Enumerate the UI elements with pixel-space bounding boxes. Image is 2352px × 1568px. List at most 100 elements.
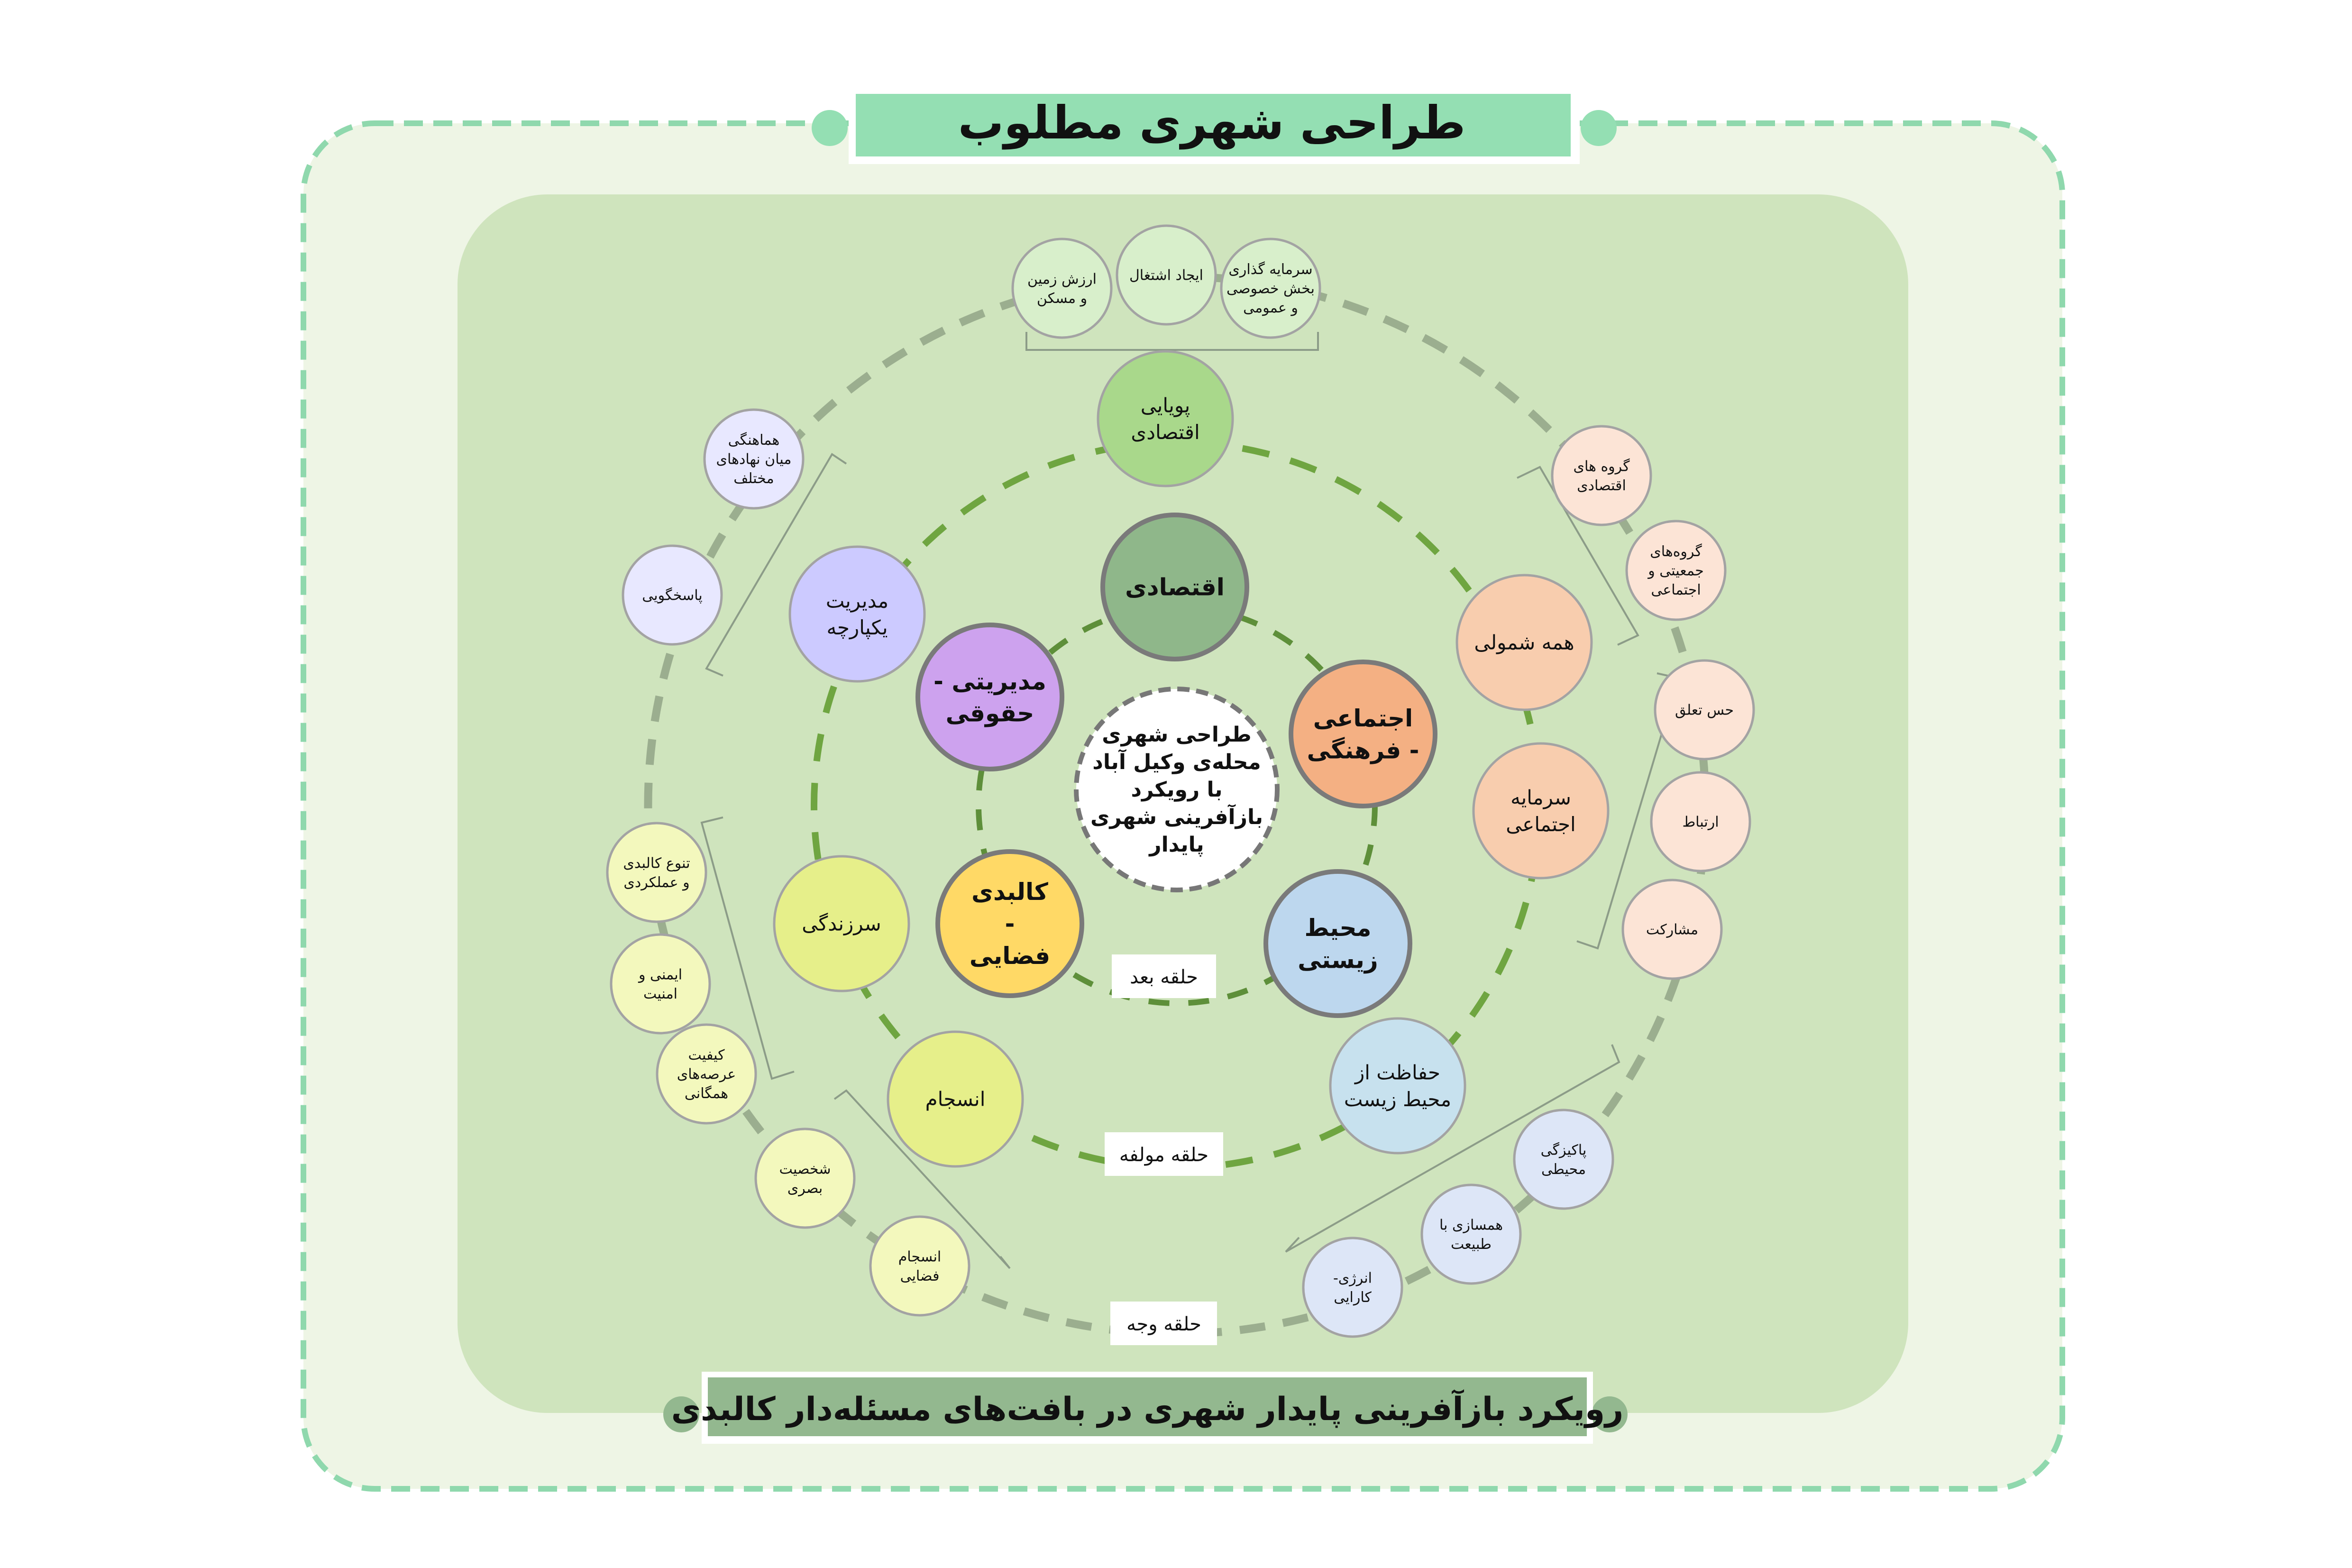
component-node-1-label: همه شمولی	[1474, 631, 1574, 654]
component-node-2-label: سرمایه	[1510, 786, 1571, 809]
aspect-node-10: انرژی- کارایی	[1302, 1237, 1403, 1338]
aspect-node-3-label: گروه های	[1573, 458, 1630, 475]
dimension-node-2-label: زیستی	[1298, 946, 1378, 973]
aspect-node-16: پاسخگویی	[622, 544, 723, 646]
dimension-node-1: اجتماعی- فرهنگی	[1289, 660, 1437, 808]
aspect-node-7-circle	[1621, 879, 1723, 980]
aspect-node-6-circle	[1650, 771, 1751, 872]
component-node-3-label: محیط زیست	[1344, 1088, 1451, 1111]
aspect-node-17-circle	[703, 408, 805, 510]
aspect-node-0-circle	[1011, 238, 1113, 339]
component-node-6-label: یکپارچه	[826, 616, 888, 640]
center-node-label: پایدار	[1148, 833, 1204, 857]
aspect-node-13-label: عرصه‌های	[677, 1066, 736, 1083]
dimension-node-4-label: حقوقی	[946, 699, 1034, 727]
aspect-node-14-label: ایمنی و	[638, 966, 682, 983]
ring-label-component: حلقه مولفه	[1105, 1132, 1223, 1176]
bracket-physical-1	[833, 1089, 1011, 1269]
bracket-social-1	[1517, 466, 1639, 646]
aspect-node-9-circle	[1420, 1183, 1522, 1285]
aspect-node-5: حس تعلق	[1654, 659, 1755, 761]
footer-right-dot	[1592, 1396, 1628, 1432]
component-node-2-circle	[1472, 742, 1610, 880]
component-node-4-label: انسجام	[925, 1088, 986, 1111]
aspect-node-14-label: امنیت	[643, 986, 677, 1002]
component-node-1: همه شمولی	[1455, 574, 1593, 711]
bracket-physical-2	[700, 816, 795, 1080]
aspect-node-5-label: حس تعلق	[1675, 702, 1734, 719]
aspect-node-10-circle	[1302, 1237, 1403, 1338]
aspect-node-3-label: اقتصادی	[1577, 477, 1626, 494]
aspect-node-13-label: همگانی	[685, 1085, 728, 1102]
aspect-node-14-circle	[610, 933, 711, 1035]
aspect-node-12-circle	[754, 1128, 856, 1229]
center-node-label: با رویکرد	[1131, 778, 1222, 802]
component-node-3: حفاظت از محیط زیست	[1329, 1017, 1466, 1155]
aspect-node-10-label: انرژی-	[1333, 1270, 1372, 1286]
footer-left-dot	[663, 1396, 699, 1432]
component-node-4: انسجام	[887, 1030, 1024, 1168]
ring-label-dimension: حلقه بعد	[1112, 954, 1216, 998]
page-title: طراحی شهری مطلوب	[958, 96, 1465, 150]
aspect-node-9-label: طبیعت	[1451, 1236, 1492, 1253]
component-node-3-label: حفاظت از	[1354, 1061, 1440, 1084]
dimension-node-1-circle	[1289, 660, 1437, 808]
aspect-node-9-label: همسازی با	[1439, 1217, 1503, 1233]
ring-label-dimension-text: حلقه بعد	[1130, 966, 1198, 988]
component-node-5-label: سرزندگی	[802, 912, 881, 935]
aspect-node-8-circle	[1513, 1109, 1614, 1210]
aspect-node-4-label: اجتماعی	[1651, 582, 1701, 598]
title-right-dot	[1581, 110, 1617, 146]
aspect-node-12-label: شخصیت	[779, 1161, 831, 1177]
aspect-node-15-circle	[606, 822, 707, 923]
footer-caption: رویکرد بازآفرینی پایدار شهری در بافت‌های…	[671, 1389, 1624, 1428]
aspect-node-15-label: و عملکردی	[623, 874, 689, 891]
aspect-node-16-label: پاسخگویی	[642, 587, 702, 604]
aspect-node-4-label: گروه‌های	[1650, 543, 1702, 560]
aspect-node-14: ایمنی و امنیت	[610, 933, 711, 1035]
aspect-node-17-label: میان نهادهای	[716, 451, 792, 468]
dimension-node-3-label: فضایی	[970, 942, 1050, 970]
bracket-economic	[1025, 332, 1319, 351]
dimension-node-3-label: کالبدی	[971, 878, 1049, 906]
aspect-node-16-circle	[622, 544, 723, 646]
component-node-6-circle	[788, 545, 926, 683]
center-node-circle	[1074, 687, 1280, 892]
aspect-node-10-label: کارایی	[1334, 1289, 1372, 1306]
dimension-node-3: کالبدی-فضایی	[935, 849, 1084, 998]
footer-box	[708, 1377, 1587, 1436]
aspect-node-3: گروه های اقتصادی	[1551, 425, 1652, 526]
dimension-node-4-label: مدیریتی -	[933, 668, 1046, 696]
aspect-node-8-label: محیطی	[1541, 1161, 1586, 1178]
dimension-node-4-circle	[915, 623, 1064, 771]
aspect-node-2-label: بخش خصوصی	[1226, 281, 1315, 297]
aspect-node-2-label: و عمومی	[1243, 300, 1298, 316]
title-left-dot	[812, 110, 848, 146]
component-node-0-circle	[1097, 350, 1234, 487]
dimension-node-3-circle	[935, 849, 1084, 998]
bracket-environment	[1285, 1044, 1620, 1253]
aspect-node-0-label: و مسکن	[1037, 290, 1087, 307]
dimension-node-0-label: اقتصادی	[1125, 574, 1225, 601]
aspect-node-4-label: جمعیتی و	[1647, 563, 1704, 579]
aspect-node-11-label: فضایی	[900, 1268, 940, 1284]
component-node-5: سرزندگی	[773, 855, 910, 992]
aspect-node-2-circle	[1220, 238, 1321, 339]
title-box	[856, 94, 1571, 156]
component-node-2-label: اجتماعی	[1506, 813, 1575, 836]
aspect-node-6: ارتباط	[1650, 771, 1751, 872]
aspect-node-4-circle	[1625, 520, 1727, 621]
aspect-node-1: ایجاد اشتغال	[1116, 224, 1217, 326]
aspect-node-1-label: ایجاد اشتغال	[1129, 267, 1203, 284]
aspect-node-11-circle	[869, 1215, 970, 1317]
dimension-node-1-label: اجتماعی	[1313, 705, 1413, 732]
